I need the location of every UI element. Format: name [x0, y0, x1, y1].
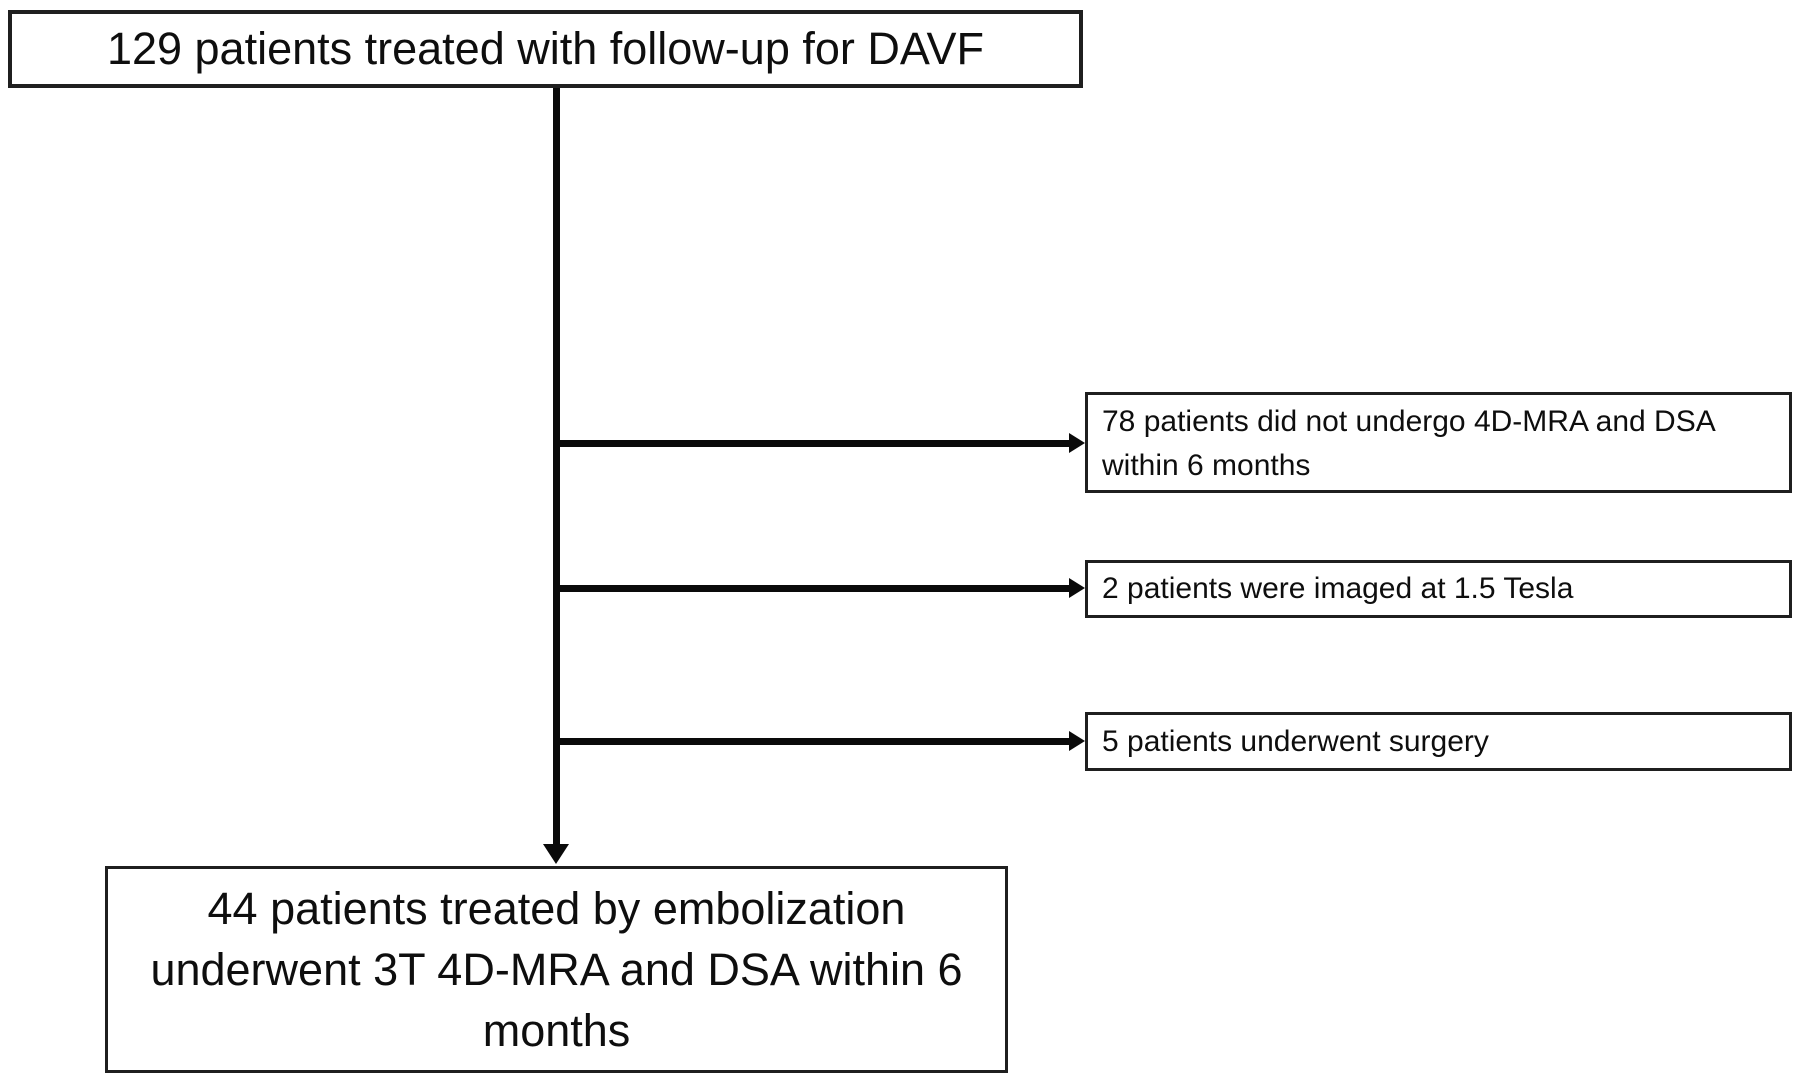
node-initial-cohort-label: 129 patients treated with follow-up for …: [106, 23, 985, 74]
node-excluded-surgery: 5 patients underwent surgery: [1085, 712, 1792, 771]
node-final-cohort: 44 patients treated by embolization unde…: [105, 866, 1008, 1073]
right-arrowhead-icon: [1069, 731, 1085, 751]
right-arrowhead-icon: [1069, 578, 1085, 598]
down-arrowhead-icon: [543, 844, 569, 864]
branch-line-excluded-surgery: [553, 738, 1069, 745]
right-arrowhead-icon: [1069, 433, 1085, 453]
node-excluded-no-imaging-label: 78 patients did not undergo 4D-MRA and D…: [1102, 405, 1715, 482]
branch-line-excluded-no-imaging: [553, 440, 1069, 447]
node-final-cohort-label: 44 patients treated by embolization unde…: [150, 883, 963, 1056]
node-initial-cohort: 129 patients treated with follow-up for …: [8, 10, 1083, 88]
main-flow-line: [553, 88, 560, 844]
node-excluded-no-imaging: 78 patients did not undergo 4D-MRA and D…: [1085, 392, 1792, 493]
branch-line-excluded-low-field: [553, 585, 1069, 592]
node-excluded-low-field-label: 2 patients were imaged at 1.5 Tesla: [1102, 572, 1574, 605]
node-excluded-low-field: 2 patients were imaged at 1.5 Tesla: [1085, 560, 1792, 618]
node-excluded-surgery-label: 5 patients underwent surgery: [1102, 724, 1489, 758]
